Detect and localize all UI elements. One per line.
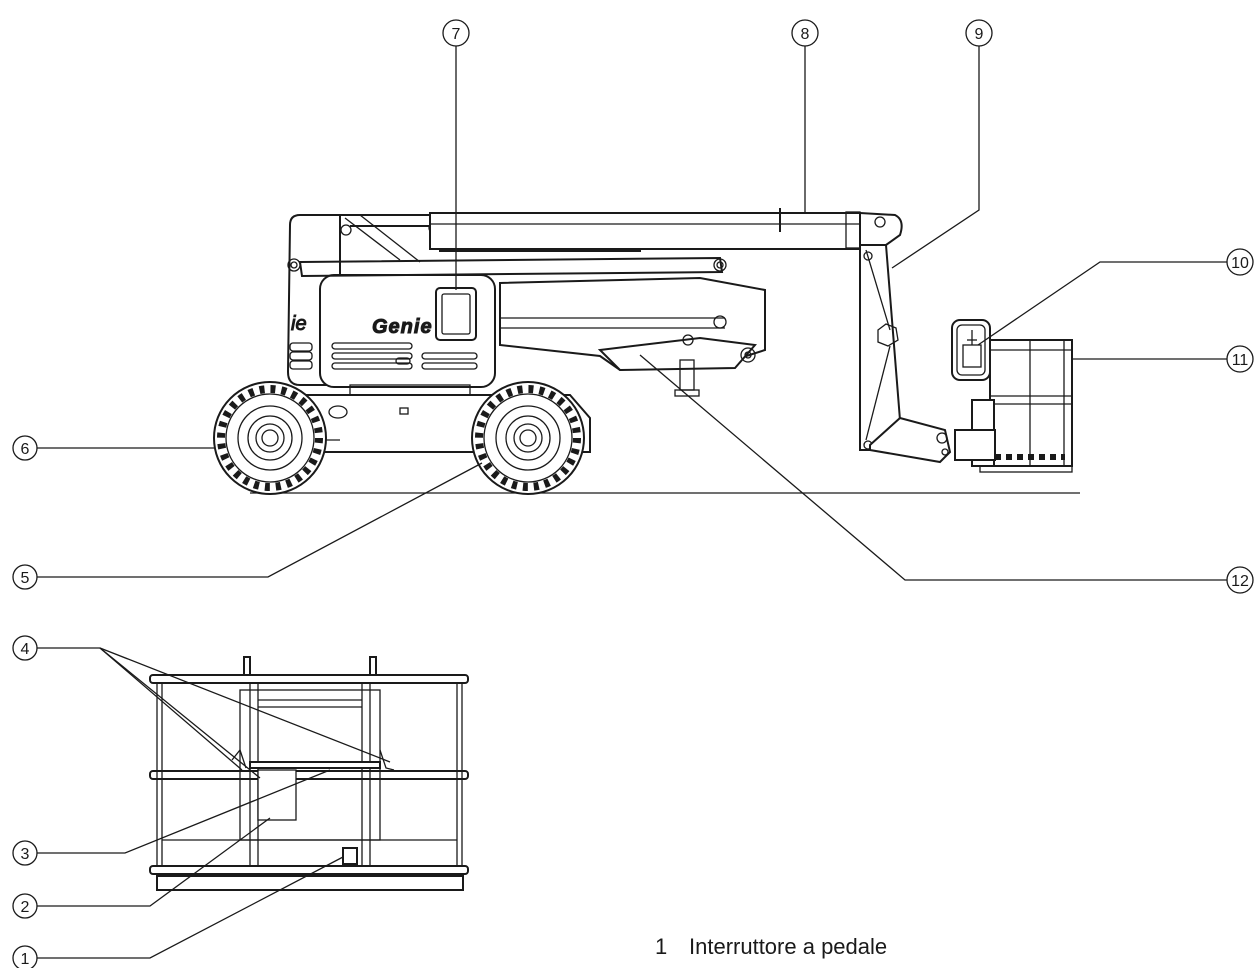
callout-1: 1	[12, 945, 38, 968]
upper-boom	[429, 208, 903, 250]
legend-item-number: 1	[655, 934, 668, 959]
callout-2: 2	[12, 893, 38, 919]
jib	[859, 244, 952, 464]
callout-7: 7	[442, 19, 470, 47]
front-wheel	[471, 381, 585, 495]
leader-lines	[37, 46, 1227, 959]
callout-3: 3	[12, 840, 38, 866]
svg-text:1: 1	[21, 951, 30, 968]
svg-text:9: 9	[975, 26, 984, 43]
callout-4: 4	[12, 635, 38, 661]
svg-text:5: 5	[21, 570, 30, 587]
foot-switch	[342, 847, 358, 865]
manual-storage-box	[257, 769, 297, 821]
svg-text:10: 10	[1231, 255, 1249, 272]
platform-front-view	[149, 656, 469, 891]
svg-text:3: 3	[21, 846, 30, 863]
svg-text:11: 11	[1232, 352, 1249, 369]
legend-item: 1 Interruttore a pedale	[655, 934, 887, 960]
hazard-stripe	[995, 454, 1065, 460]
riser	[499, 276, 766, 397]
legend: 1 Interruttore a pedale	[655, 934, 887, 960]
callout-10: 10	[1226, 248, 1254, 276]
svg-text:2: 2	[21, 899, 30, 916]
callout-5: 5	[12, 564, 38, 590]
svg-text:6: 6	[21, 441, 30, 458]
callout-9: 9	[965, 19, 993, 47]
brand-logo: Genie	[372, 316, 433, 338]
svg-text:7: 7	[452, 26, 461, 43]
legend-item-label: Interruttore a pedale	[689, 934, 888, 959]
svg-text:4: 4	[21, 641, 30, 658]
svg-text:8: 8	[801, 26, 810, 43]
platform	[951, 319, 1073, 473]
machine-side-view: Genie ie	[213, 208, 1073, 495]
callout-6: 6	[12, 435, 38, 461]
rear-wheel	[213, 381, 327, 495]
brand-logo-partial: ie	[291, 313, 307, 335]
svg-text:12: 12	[1231, 573, 1249, 590]
callout-11: 11	[1226, 345, 1254, 373]
callout-8: 8	[791, 19, 819, 47]
callout-12: 12	[1226, 566, 1254, 594]
